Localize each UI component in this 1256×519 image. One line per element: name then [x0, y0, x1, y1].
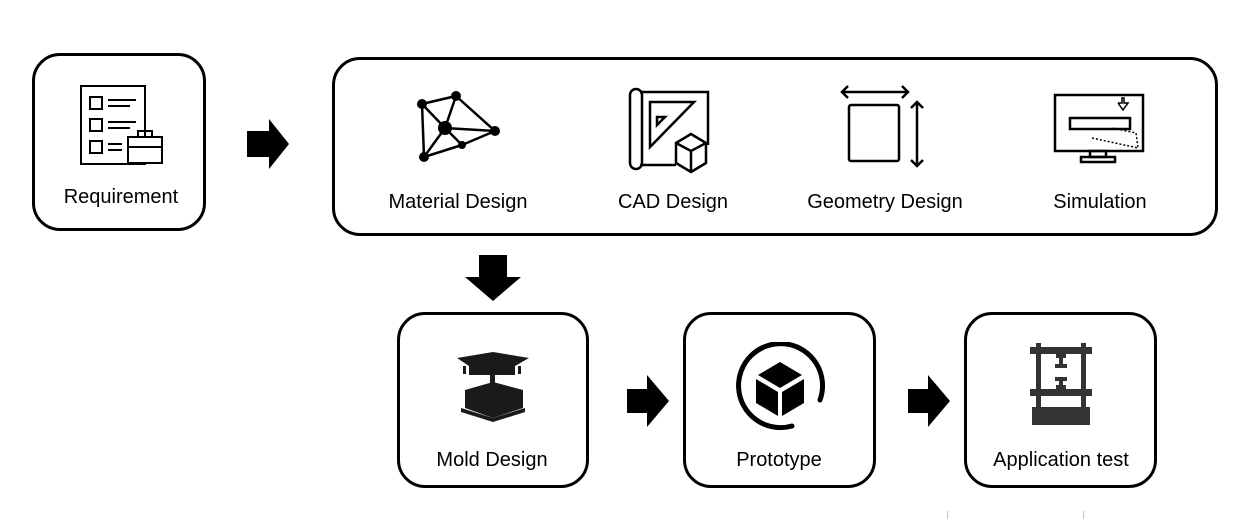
application-test-label: Application test	[993, 449, 1129, 471]
application-test-box	[964, 312, 1157, 488]
cad-blueprint-icon	[628, 87, 710, 174]
simulation-monitor-icon	[1053, 93, 1145, 164]
requirement-box	[32, 53, 206, 231]
arrow-right-icon	[247, 119, 289, 169]
geometry-design-label: Geometry Design	[807, 191, 963, 213]
arrow-right-icon	[627, 375, 669, 427]
testing-machine-icon	[1030, 343, 1092, 425]
molecule-network-icon	[417, 91, 500, 162]
mold-press-icon	[457, 352, 529, 422]
requirement-label: Requirement	[63, 186, 179, 208]
arrow-right-icon	[908, 375, 950, 427]
arrow-down-icon	[465, 255, 521, 301]
design-stage-box	[332, 57, 1218, 236]
cad-design-label: CAD Design	[617, 191, 729, 213]
prototype-label: Prototype	[736, 449, 822, 471]
edge-mark	[1083, 511, 1084, 519]
edge-mark	[947, 511, 948, 519]
material-design-label: Material Design	[388, 191, 528, 213]
prototype-cube-icon	[736, 342, 826, 431]
dimensions-icon	[840, 85, 924, 168]
checklist-briefcase-icon	[80, 85, 163, 165]
mold-design-label: Mold Design	[436, 449, 548, 471]
simulation-label: Simulation	[1053, 191, 1147, 213]
